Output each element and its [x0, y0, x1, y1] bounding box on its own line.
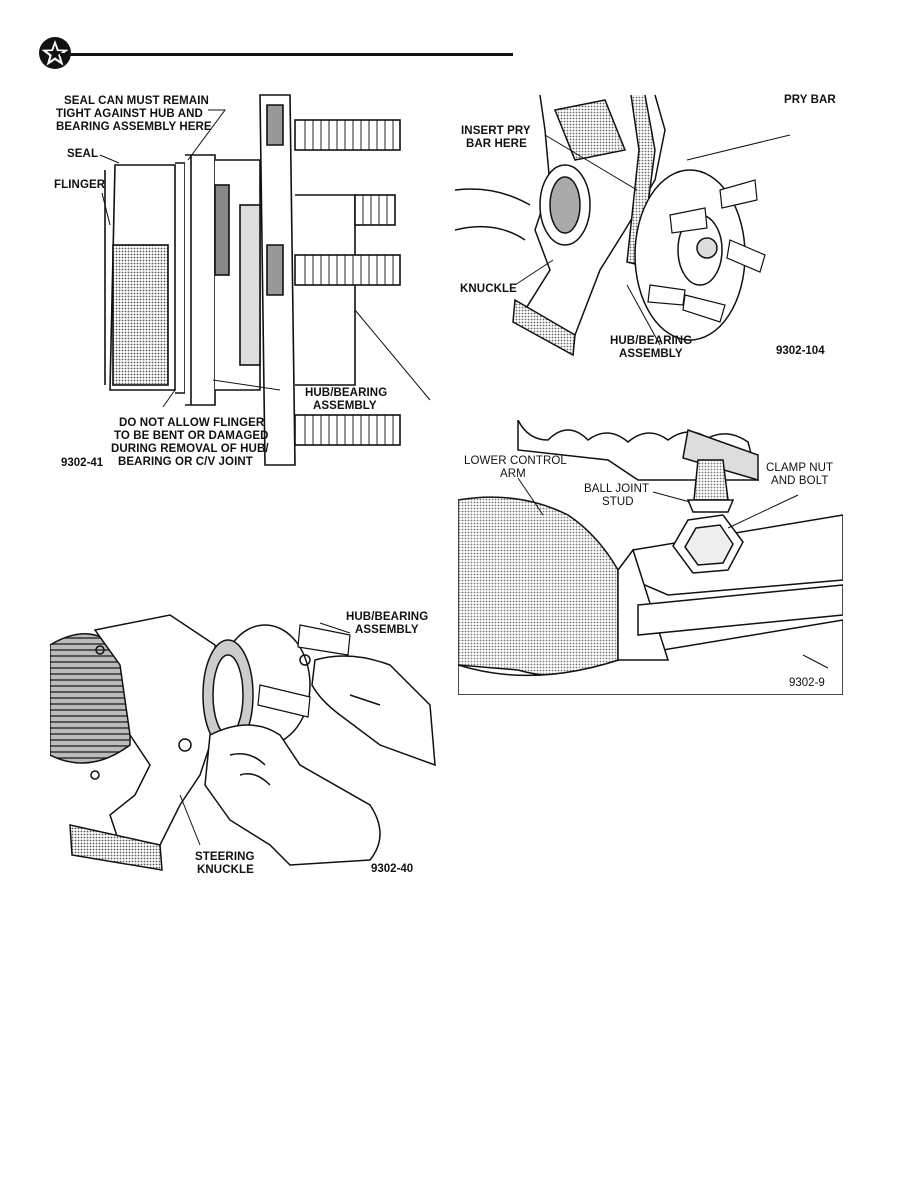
label-lower-control-line-1: LOWER CONTROL	[464, 455, 567, 467]
label-hub-bearing-line-2: ASSEMBLY	[619, 348, 683, 360]
pentastar-logo-icon	[39, 37, 71, 69]
label-do-not-line-2: TO BE BENT OR DAMAGED	[114, 430, 269, 442]
label-hub-bearing-line-2: ASSEMBLY	[355, 624, 419, 636]
label-hub-bearing-line-1: HUB/BEARING	[346, 611, 429, 623]
label-steering-line-2: KNUCKLE	[197, 864, 254, 876]
label-seal-can-line-3: BEARING ASSEMBLY HERE	[56, 121, 212, 133]
hub-install-hands-illustration	[50, 614, 436, 871]
label-hub-bearing-line-2: ASSEMBLY	[313, 400, 377, 412]
label-seal-can-line-2: TIGHT AGAINST HUB AND	[56, 108, 203, 120]
label-pry-bar: PRY BAR	[784, 94, 836, 106]
pry-bar-knuckle-illustration	[455, 94, 791, 357]
figure-code: 9302-40	[371, 863, 414, 875]
figure-ball-joint: LOWER CONTROL ARM BALL JOINT STUD CLAMP …	[458, 420, 843, 695]
figure-code: 9302-41	[61, 457, 104, 469]
label-flinger: FLINGER	[54, 179, 106, 191]
label-hub-bearing-line-1: HUB/BEARING	[305, 387, 388, 399]
figure-code: 9302-9	[789, 677, 825, 689]
label-seal-can-line-1: SEAL CAN MUST REMAIN	[64, 95, 209, 107]
label-seal: SEAL	[67, 148, 99, 160]
label-do-not-line-3: DURING REMOVAL OF HUB/	[111, 443, 269, 455]
label-do-not-line-1: DO NOT ALLOW FLINGER	[119, 417, 265, 429]
label-clamp-line-1: CLAMP NUT	[766, 462, 834, 474]
label-ball-joint-line-2: STUD	[602, 496, 634, 508]
label-do-not-line-4: BEARING OR C/V JOINT	[118, 456, 253, 468]
figure-code: 9302-104	[776, 345, 825, 357]
ball-joint-clamp-illustration	[458, 420, 843, 695]
hub-bearing-cross-section-illustration	[99, 94, 431, 466]
figure-hub-bearing-seal: SEAL CAN MUST REMAIN TIGHT AGAINST HUB A…	[54, 85, 440, 485]
label-steering-line-1: STEERING	[195, 851, 255, 863]
figure-pry-bar: PRY BAR INSERT PRY BAR HERE KNUCKLE HUB/…	[455, 90, 845, 370]
label-insert-line-1: INSERT PRY	[461, 125, 531, 137]
label-insert-line-2: BAR HERE	[466, 138, 527, 150]
label-clamp-line-2: AND BOLT	[771, 475, 829, 487]
figure-hub-install: HUB/BEARING ASSEMBLY STEERING KNUCKLE 93…	[50, 605, 440, 885]
header-rule	[60, 53, 513, 56]
label-ball-joint-line-1: BALL JOINT	[584, 483, 650, 495]
label-lower-control-line-2: ARM	[500, 468, 526, 480]
label-hub-bearing-line-1: HUB/BEARING	[610, 335, 693, 347]
label-knuckle: KNUCKLE	[460, 283, 517, 295]
